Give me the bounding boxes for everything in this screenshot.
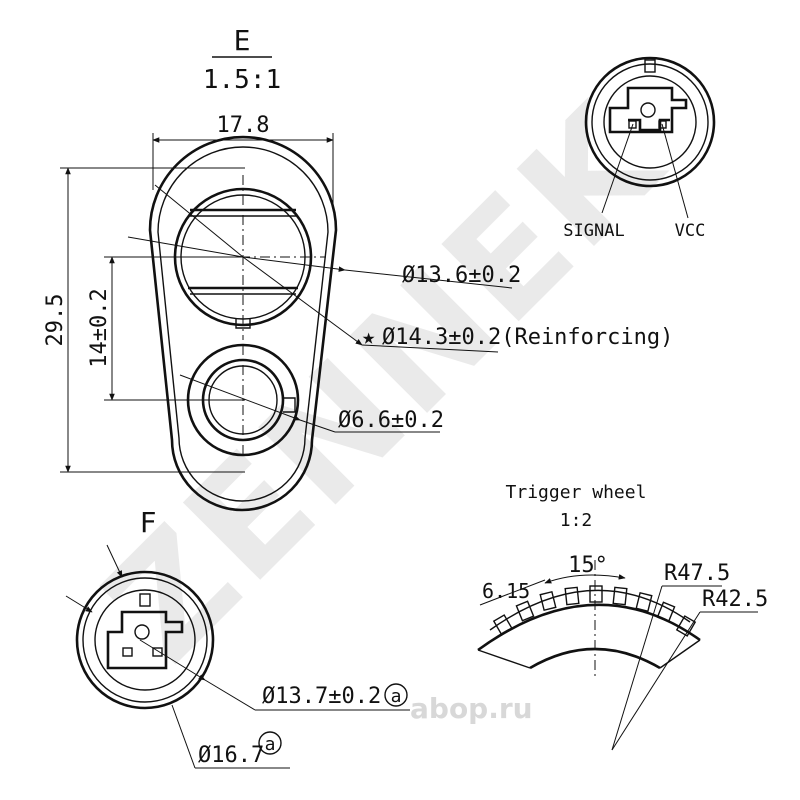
signal-label: SIGNAL bbox=[563, 221, 624, 241]
dia-14-3-label: Ø14.3±0.2(Reinforcing) bbox=[382, 325, 673, 350]
reinforcing-star: ★ bbox=[362, 325, 375, 350]
height-dimension: 29.5 bbox=[43, 294, 68, 347]
dia-13-7-mark: a bbox=[391, 686, 402, 707]
dia-16-7-label: Ø16.7 bbox=[198, 743, 264, 768]
connector-view: SIGNAL VCC bbox=[563, 56, 716, 241]
dia-13-7-label: Ø13.7±0.2 bbox=[262, 684, 381, 709]
dia-16-7-mark: a bbox=[265, 734, 276, 755]
view-e-label: E bbox=[234, 24, 251, 57]
trigger-wheel-scale: 1:2 bbox=[560, 510, 593, 531]
trigger-wheel: Trigger wheel 1:2 6.15 15° R47.5 R42.5 bbox=[477, 482, 768, 751]
trigger-wheel-title: Trigger wheel bbox=[506, 482, 647, 503]
sensor-body-outline bbox=[148, 135, 338, 512]
spacing-dimension: 14±0.2 bbox=[87, 288, 112, 367]
outer-radius-label: R47.5 bbox=[664, 561, 730, 586]
inner-radius-label: R42.5 bbox=[702, 587, 768, 612]
view-e: E 1.5:1 17.8 29.5 14±0.2 bbox=[43, 24, 673, 512]
view-e-scale: 1.5:1 bbox=[203, 65, 281, 95]
watermark-site: abop.ru bbox=[410, 692, 533, 725]
tooth-width-dim: 6.15 bbox=[482, 579, 530, 603]
dia-6-6-label: Ø6.6±0.2 bbox=[338, 408, 444, 433]
vcc-label: VCC bbox=[675, 221, 706, 241]
width-dimension: 17.8 bbox=[217, 113, 270, 138]
trigger-teeth bbox=[492, 585, 697, 637]
view-f-label: F bbox=[140, 506, 157, 539]
view-f: F Ø13.7±0.2 a Ø16.7 a bbox=[65, 506, 410, 769]
dia-13-6-label: Ø13.6±0.2 bbox=[402, 263, 521, 288]
angle-dim: 15° bbox=[568, 553, 608, 578]
